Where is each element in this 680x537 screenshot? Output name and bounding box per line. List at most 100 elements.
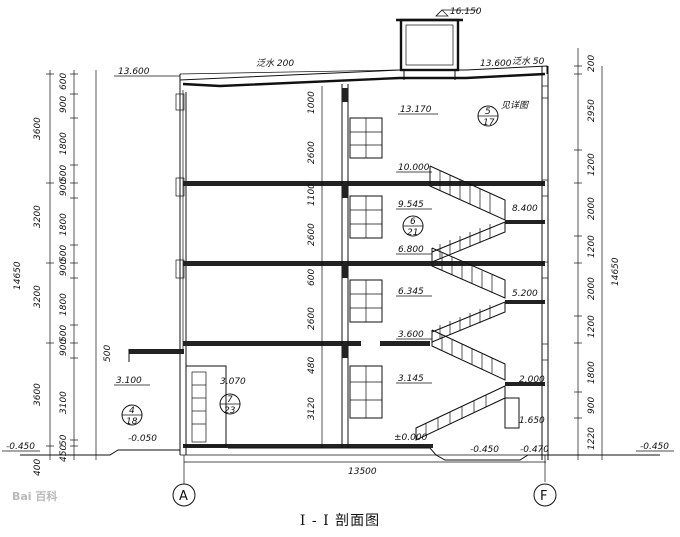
roof-elevation-left: 13.600 [118,67,150,77]
stair-flights [415,165,545,441]
svg-text:4: 4 [129,406,135,416]
dim-left-outer-2: 3200 [33,205,43,228]
dim-right-2: 2950 [587,99,597,122]
f2-landing-elev: 3.600 [398,330,424,340]
f1-mid-landing-elev: 2.000 [519,375,545,385]
outdoor-left-inner-elev: -0.450 [470,445,499,455]
svg-text:5: 5 [485,107,491,117]
svg-text:7: 7 [227,395,233,405]
dim-left-inner-2: 900 [59,96,69,113]
dim-right-8: 1800 [587,361,597,384]
svg-text:23: 23 [224,406,236,416]
dim-wall-8: 3120 [307,397,317,420]
roof-elevation-right: 13.600 [480,59,512,69]
dimension-lines [49,48,603,482]
axis-f-label: F [540,489,547,504]
detail-ref-7-23: 7 23 [219,393,241,416]
dim-left-canopy: 500 [103,345,113,362]
roof-note-right: 泛水 50 [512,56,545,67]
svg-text:17: 17 [483,118,495,128]
dim-right-9: 900 [587,397,597,414]
windows [349,117,383,419]
interior-column-wall [341,84,349,448]
entry-door [185,365,227,447]
dim-right-3: 1200 [587,153,597,176]
dim-right-5: 1200 [587,235,597,258]
dim-right-4: 2000 [587,197,597,220]
entry-door-elev: 3.070 [220,377,246,387]
dim-left-inner-13: 50 [59,434,69,446]
floor-slabs [128,181,545,448]
drawing-caption: I - I 剖面图 [299,513,381,529]
dim-left-outer-4: 3600 [33,383,43,406]
dim-left-inner-7: 500 [59,245,69,262]
f1-window-sill-elev: 3.145 [398,374,424,384]
outdoor-left-elev: -0.450 [6,442,35,452]
dim-left-inner-3: 1800 [59,132,69,155]
right-exterior-wall [541,66,549,460]
axis-f: F [533,483,557,507]
stair-base-step-elev: 1.650 [519,416,545,426]
f2-window-sill-elev: 6.345 [398,287,424,297]
axis-a: A [172,482,196,507]
dim-right-6: 2000 [587,277,597,300]
watermark: Bai 百科 [12,490,58,503]
dim-left-inner-9: 1800 [59,293,69,316]
detail-ref-6-21: 6 21 [402,215,424,238]
window-3f [349,195,383,239]
detail-ref-4-18: 4 18 [121,404,143,427]
outdoor-right-inner-elev: -0.470 [520,445,549,455]
dim-left-inner-11: 900 [59,339,69,356]
dim-right-10: 1220 [587,427,597,450]
dim-wall-2: 2600 [307,141,317,164]
f3-window-sill-elev: 9.545 [398,200,424,210]
ground-floor-elev: ±0.000 [394,433,428,443]
see-detail-note: 见详图 [501,100,530,111]
dim-left-inner-5: 900 [59,179,69,196]
svg-text:6: 6 [410,217,416,227]
dim-left-outer-5: 400 [33,459,43,476]
f3-landing-elev: 6.800 [398,245,424,255]
dim-left-inner-12: 3100 [59,391,69,414]
dim-left-inner-6: 1800 [59,213,69,236]
dim-left-inner-14: 450 [59,445,69,462]
dim-left-inner-1: 600 [59,73,69,90]
dim-wall-4: 2600 [307,223,317,246]
f3-mid-landing-elev: 8.400 [512,204,538,214]
window-4f [349,117,383,159]
window-1f [349,365,383,419]
ground-line [20,447,660,461]
tank-top-elevation: 16.150 [450,7,482,17]
f2-mid-landing-elev: 5.200 [512,289,538,299]
dim-wall-1: 1000 [307,91,317,114]
dim-wall-5: 600 [307,269,317,286]
dim-left-outer-3: 3200 [33,285,43,308]
svg-text:21: 21 [407,228,418,238]
window-2f [349,279,383,323]
f4-window-sill-elev: 13.170 [400,105,432,115]
elevation-leader-lines [2,113,674,452]
axis-a-label: A [179,489,188,504]
canopy-elev: 3.100 [116,376,142,386]
dim-wall-7: 480 [307,357,317,374]
dimension-ticks [46,65,582,456]
dim-overall-height-right: 14650 [611,257,621,286]
roof-note-left: 泛水 200 [256,58,294,69]
dim-left-outer-1: 3600 [33,117,43,140]
dim-overall-height-left: 14650 [13,261,23,290]
dim-wall-3: 1100 [307,183,317,206]
svg-text:18: 18 [126,417,138,427]
dim-left-inner-10: 500 [59,325,69,342]
dim-right-1: 200 [587,55,597,72]
dim-right-7: 1200 [587,315,597,338]
detail-ref-5-17: 5 17 见详图 [477,100,530,128]
f4-landing-elev: 10.000 [398,163,430,173]
overall-width-dim: 13500 [348,467,377,477]
dim-left-inner-4: 500 [59,165,69,182]
outdoor-right-elev: -0.450 [640,442,669,452]
dim-left-inner-8: 900 [59,259,69,276]
entry-step-elev: -0.050 [128,434,157,444]
dim-wall-6: 2600 [307,307,317,330]
roof-slab [179,65,548,88]
